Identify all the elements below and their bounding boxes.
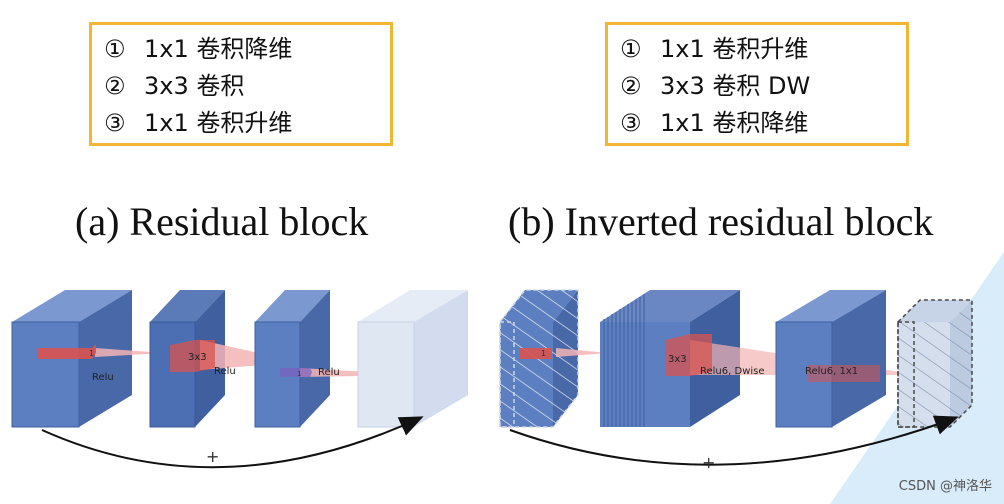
inverted-block-diagram: 1 3x3 Relu6, Dwise (499, 289, 973, 472)
residual-tensor-3 (254, 290, 330, 428)
residual-relu-3-label: Relu (318, 367, 340, 378)
residual-kernel-1 (38, 344, 96, 359)
inverted-kernel-2 (665, 334, 712, 376)
residual-caption: (a) Residual block (75, 199, 369, 244)
residual-kernel-2 (170, 340, 215, 372)
inverted-caption: (b) Inverted residual block (508, 199, 934, 244)
residual-relu-2-label: Relu (214, 366, 236, 377)
residual-kernel-3 (280, 368, 312, 377)
watermark: CSDN @神洛华 (898, 479, 992, 494)
inverted-kernel-3 (808, 365, 880, 382)
inverted-tensor-4 (897, 299, 973, 428)
inverted-plus-sign: + (702, 453, 715, 472)
inverted-relu-1-label: Relu6, Dwise (700, 366, 765, 377)
inverted-relu-2-label: Relu6, 1x1 (805, 366, 858, 377)
residual-kernel-1-label: 1 (89, 349, 94, 358)
residual-ray-1 (95, 348, 165, 357)
residual-kernel-2-label: 3x3 (188, 352, 207, 363)
residual-tensor-4 (357, 290, 468, 428)
residual-tensor-1 (11, 290, 132, 428)
inverted-kernel-2-label: 3x3 (668, 354, 687, 365)
residual-skip-arrow (41, 416, 424, 469)
inverted-kernel-1-label: 1 (541, 349, 546, 358)
residual-kernel-3-label: 1 (297, 370, 301, 378)
inverted-tensor-3 (775, 290, 886, 428)
residual-block-diagram: 1 Relu 3x3 Relu 1 Relu + (11, 290, 468, 469)
inverted-skip-arrow (509, 415, 959, 466)
inverted-ray-1 (556, 348, 608, 357)
inverted-kernel-1 (520, 348, 552, 359)
residual-plus-sign: + (206, 447, 219, 466)
residual-relu-1-label: Relu (92, 372, 114, 383)
inverted-tensor-1 (499, 289, 579, 428)
